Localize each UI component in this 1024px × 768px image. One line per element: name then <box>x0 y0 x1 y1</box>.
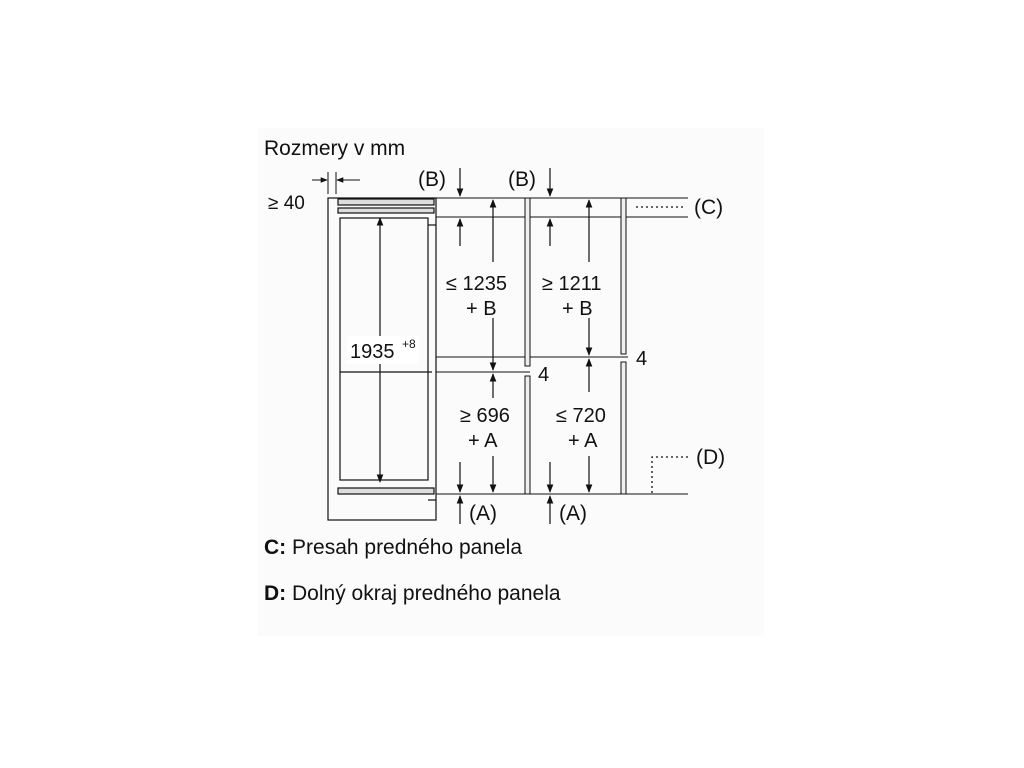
upper-right-dim-1: ≥ 1211 <box>542 273 602 295</box>
c-label: (C) <box>694 196 723 219</box>
clearance-40-label: ≥ 40 <box>268 193 305 214</box>
legend-text-c: Presah predného panela <box>292 536 523 559</box>
clearance-40-dimension <box>312 172 360 194</box>
d-label: (D) <box>696 446 725 469</box>
upper-left-dim-1: ≤ 1235 <box>446 273 507 295</box>
gap-right-label: 4 <box>636 348 647 370</box>
legend-text-d: Dolný okraj predného panela <box>292 582 561 605</box>
a-right-label: (A) <box>559 502 587 525</box>
niche-panels <box>524 197 627 495</box>
lower-left-dim-1: ≥ 696 <box>460 405 510 427</box>
a-left-label: (A) <box>469 502 497 525</box>
lower-right-dim-2: + A <box>568 430 598 452</box>
lower-right-dim-1: ≤ 720 <box>556 405 606 427</box>
b-right-label: (B) <box>508 168 536 191</box>
diagram-title: Rozmery v mm <box>264 137 405 160</box>
d-dotted-line <box>651 456 690 493</box>
upper-right-dim-2: + B <box>562 298 593 320</box>
reference-lines <box>436 197 688 495</box>
legend-key-c: C: <box>264 536 287 559</box>
height-1935-label: 1935 <box>350 341 395 363</box>
appliance-outline <box>327 197 437 521</box>
lower-dimension-arrows <box>456 358 593 524</box>
legend-item-c: C: Presah predného panela <box>264 536 522 560</box>
lower-left-dim-2: + A <box>468 430 498 452</box>
legend-item-d: D: Dolný okraj predného panela <box>264 582 561 606</box>
upper-left-dim-2: + B <box>466 298 497 320</box>
gap-left-label: 4 <box>538 364 549 386</box>
upper-dimension-arrows <box>456 199 593 371</box>
legend-key-d: D: <box>264 582 287 605</box>
b-left-label: (B) <box>418 168 446 191</box>
height-tolerance: +8 <box>402 337 416 351</box>
height-label-bg <box>347 336 419 364</box>
